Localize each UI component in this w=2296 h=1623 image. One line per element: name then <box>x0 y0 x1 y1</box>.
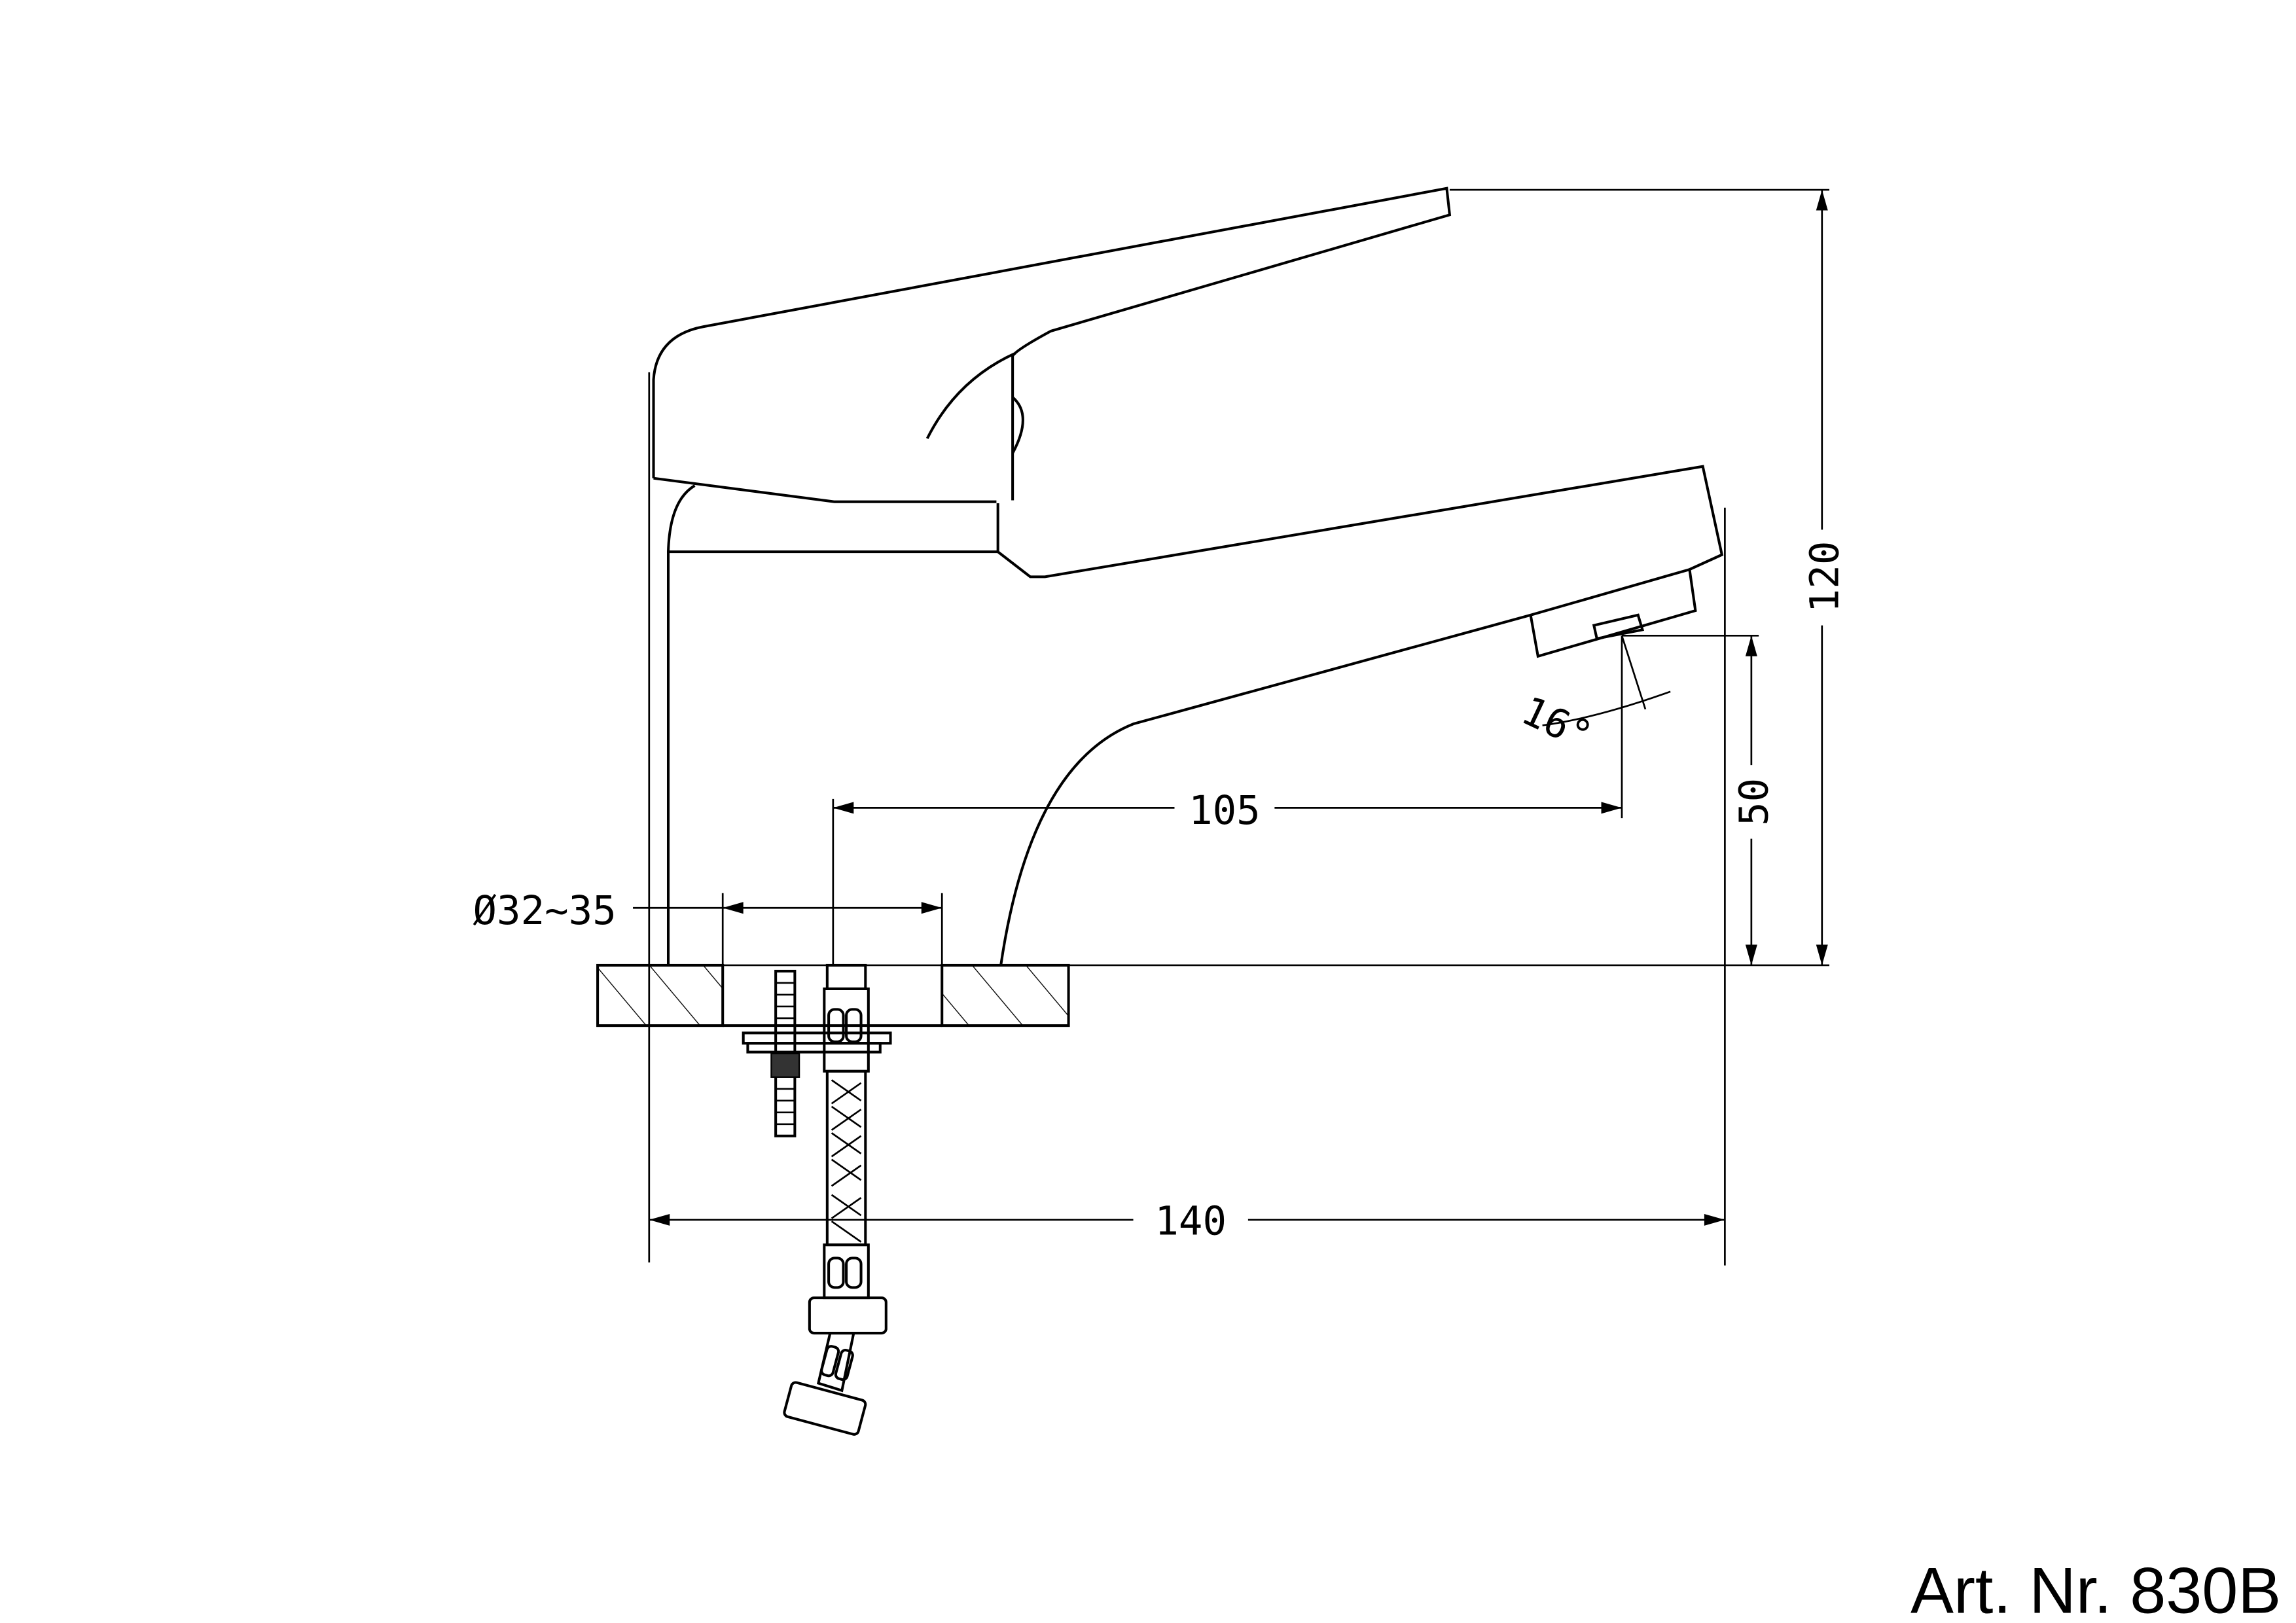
countertop <box>596 963 1070 1027</box>
tap-handle <box>652 187 1452 503</box>
dim-spout-reach: 105 <box>1189 788 1261 834</box>
dim-spout-height: 50 <box>1732 778 1778 826</box>
aerator <box>1592 613 1645 641</box>
dim-hole-diameter: Ø32~35 <box>473 888 617 934</box>
supply-hose <box>783 963 888 1436</box>
article-number: Art. Nr. 830B <box>1910 1554 2281 1623</box>
dimension-lines <box>633 188 1830 1266</box>
mounting-stud <box>742 969 892 1137</box>
dim-spout-angle: 16° <box>1515 688 1599 760</box>
tap-body <box>666 465 1724 966</box>
dim-total-height: 120 <box>1803 541 1848 613</box>
dim-total-length: 140 <box>1155 1198 1227 1244</box>
